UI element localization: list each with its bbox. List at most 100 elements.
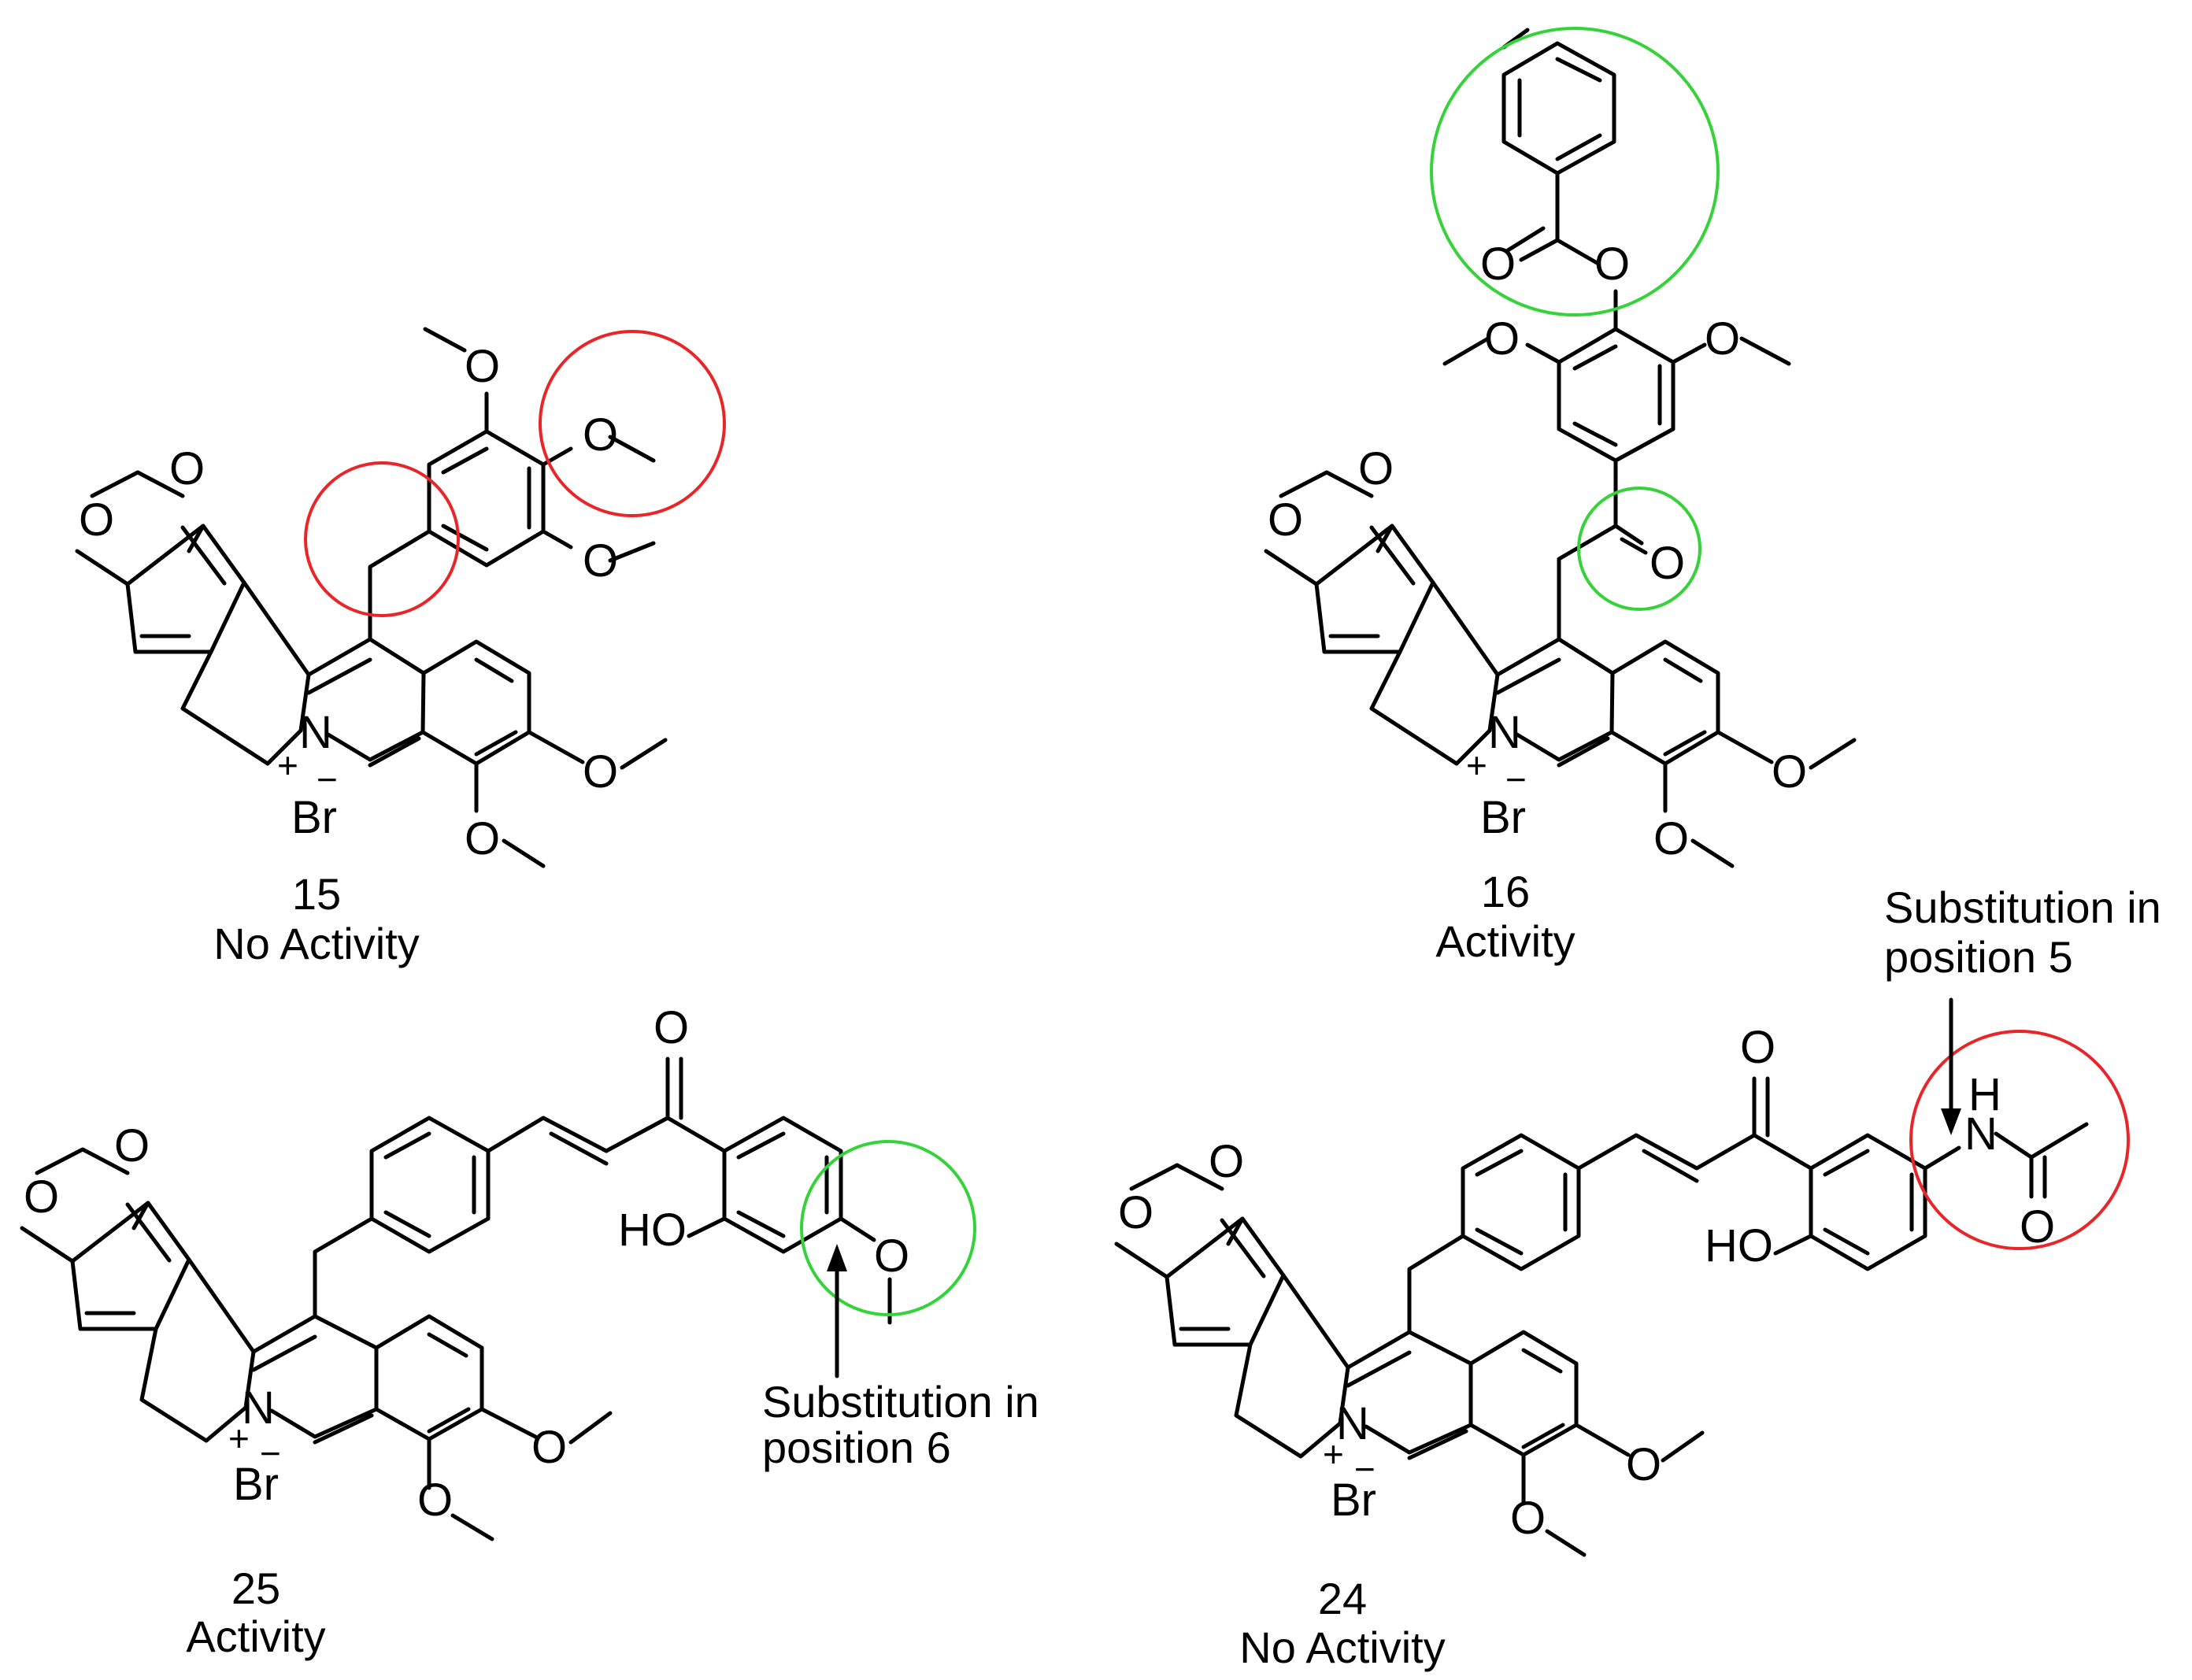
benzyl-linker-bonds [313, 1216, 374, 1319]
annotation-arrow-head [827, 1244, 847, 1271]
benzoate-bonds [1501, 28, 1616, 266]
ring-d-methoxy-bonds [474, 730, 668, 868]
syringyl-ring-bonds [1557, 327, 1675, 463]
compound-24: O O N + − Br O O O HO H N O Substitution… [1114, 883, 2161, 1672]
aryl-ring-bonds [722, 1116, 843, 1254]
atom-o-ketone: O [654, 1002, 689, 1053]
annotation-line-1: Substitution in [1884, 883, 2161, 932]
atom-o-amide: O [2020, 1201, 2055, 1253]
atom-o-10: O [465, 813, 500, 864]
atom-br: Br [291, 792, 337, 843]
atom-o-r1: O [1484, 313, 1520, 364]
ring-d-bonds [1468, 1330, 1579, 1457]
aryl-substituent-bonds [1773, 1122, 2089, 1256]
annotation-line-1: Substitution in [762, 1377, 1039, 1427]
compound-25-number: 25 [231, 1563, 280, 1613]
atom-o-dioxole-a: O [79, 494, 114, 546]
charge-minus: − [1505, 759, 1527, 800]
atom-o-dioxole-b: O [169, 443, 205, 494]
atom-nh-h: H [1968, 1069, 2001, 1120]
ring-c-bonds [1495, 637, 1615, 768]
dioxole-bonds [20, 1147, 150, 1264]
charge-plus: + [228, 1418, 250, 1459]
atom-o-ester-carbonyl: O [1480, 239, 1516, 290]
ring-a-bonds [70, 1201, 191, 1331]
atom-o-dioxole-a: O [1268, 494, 1303, 546]
highlight-red-acetamido [1909, 1030, 2130, 1250]
atom-br: Br [1331, 1475, 1376, 1526]
atom-o-ketone: O [1740, 1022, 1775, 1073]
compound-15-activity: No Activity [213, 919, 419, 968]
compound-16-number: 16 [1481, 867, 1530, 916]
ring-b-bonds [1234, 1273, 1350, 1459]
atom-o-dioxole-b: O [1358, 443, 1394, 494]
charge-minus: − [317, 759, 338, 800]
annotation-line-2: position 6 [762, 1423, 951, 1472]
atom-o-dioxole-a: O [1118, 1187, 1153, 1238]
syringyl-methoxy-bonds [1442, 289, 1791, 366]
annotation-line-2: position 5 [1884, 932, 2073, 982]
compound-16-activity: Activity [1435, 916, 1575, 966]
atom-o-r1: O [465, 341, 500, 392]
compound-25-activity: Activity [186, 1612, 325, 1661]
atom-nh-n: N [1964, 1108, 1998, 1160]
compound-24-number: 24 [1318, 1574, 1367, 1623]
enone-bonds [1576, 1076, 1813, 1183]
ring-c-bonds [1346, 1330, 1473, 1460]
atom-n: N [1488, 707, 1521, 758]
aryl-ring-bonds [1809, 1133, 1927, 1271]
ring-b-bonds [139, 1257, 256, 1443]
atom-o-dioxole-b: O [1209, 1136, 1244, 1187]
compound-24-activity: No Activity [1239, 1623, 1445, 1672]
ring-d-methoxy-bonds [427, 1407, 613, 1541]
ring-c-bonds [306, 637, 426, 768]
ring-d-bonds [1609, 639, 1720, 766]
annotation-arrow-head [1941, 1108, 1961, 1135]
ring-b-bonds [1369, 580, 1500, 766]
atom-o-10: O [417, 1475, 453, 1526]
ring-c-bonds [251, 1314, 379, 1445]
atom-n: N [299, 707, 332, 758]
ring-a-bonds [1314, 524, 1435, 654]
trimethoxyphenyl-methoxy-bonds [423, 327, 656, 563]
aryl-substituent-bonds [687, 1216, 892, 1325]
compound-16: O O N + − Br O O O O O O O 16 Activity [1264, 27, 1857, 966]
ring-b-bonds [180, 580, 311, 766]
atom-o-10: O [1510, 1493, 1546, 1544]
benzyl-ring-bonds [1461, 1133, 1581, 1271]
atom-br: Br [233, 1459, 279, 1510]
highlight-green-ketone [1577, 487, 1701, 611]
atom-o-r2: O [583, 409, 618, 461]
atom-o-ketone: O [1650, 538, 1685, 589]
atom-o-r3: O [1705, 313, 1740, 364]
compound-15-number: 15 [292, 869, 341, 919]
highlight-green-methoxy [800, 1140, 976, 1316]
atom-o-9: O [1626, 1439, 1661, 1490]
charge-minus: − [1354, 1449, 1376, 1489]
benzyl-linker-bonds [1407, 1234, 1465, 1334]
compound-15: O O N + − Br O O O O O 15 No Activity [75, 327, 726, 968]
atom-n: N [242, 1382, 275, 1434]
compound-25: O O N + − Br O O O HO O Substitution in … [20, 1002, 1039, 1661]
dioxole-bonds [1264, 470, 1394, 587]
charge-plus: + [1323, 1434, 1344, 1475]
ring-a-bonds [1164, 1216, 1286, 1347]
charge-minus: − [260, 1433, 281, 1474]
atom-n: N [1336, 1398, 1369, 1449]
enone-bonds [486, 1056, 727, 1166]
atom-ho: HO [618, 1204, 687, 1256]
atom-o-ester: O [1594, 239, 1630, 290]
atom-o-methoxy: O [874, 1230, 909, 1282]
atom-o-10: O [1653, 813, 1689, 864]
dioxole-bonds [1114, 1163, 1245, 1279]
atom-o-9: O [1772, 746, 1807, 797]
dioxole-bonds [75, 470, 206, 587]
atom-o-9: O [583, 746, 618, 797]
atom-o-dioxole-b: O [114, 1120, 150, 1171]
ring-d-methoxy-bonds [1521, 1423, 1705, 1557]
benzyl-linker-bonds [368, 529, 431, 642]
atom-o-dioxole-a: O [24, 1171, 59, 1223]
highlight-red-methylene [304, 461, 460, 617]
atom-o-9: O [531, 1422, 567, 1473]
